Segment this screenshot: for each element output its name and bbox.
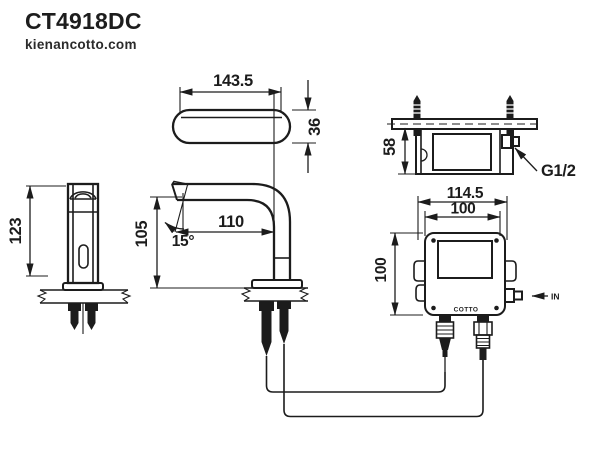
extension-lines — [26, 185, 66, 277]
right-clip — [505, 260, 517, 282]
inlet-port — [504, 288, 515, 303]
sensor-window — [78, 244, 89, 269]
spout-tip-face — [171, 183, 178, 201]
connector-mount-left — [439, 315, 451, 322]
dim-box-side-height: 58 — [381, 138, 399, 156]
thread-size-label: G1/2 — [541, 162, 576, 180]
connector-mount-right — [477, 315, 489, 322]
extension-lines — [179, 87, 316, 236]
watermark: kienancotto.com — [25, 37, 137, 53]
spout-tip-top — [171, 180, 190, 186]
dim-reach: 110 — [218, 213, 244, 231]
control-box-side-view: 58 G1/2 — [381, 94, 576, 180]
inlet-label: IN — [551, 292, 560, 302]
dim-outlet-height: 105 — [133, 221, 151, 248]
model-title: CT4918DC — [25, 8, 142, 34]
sensor-cable-connector — [435, 321, 455, 372]
spout-top-outline — [171, 108, 292, 145]
inlet-nut-side — [510, 136, 520, 147]
spout-top-view: 143.5 36 — [171, 72, 324, 236]
extension-lines-top — [417, 196, 508, 240]
faucet-front-view: 123 — [7, 182, 132, 334]
box-front-outline — [424, 232, 506, 316]
sensor-cable-run — [265, 356, 446, 393]
box-front-window — [437, 240, 493, 279]
dim-top-width: 36 — [306, 118, 324, 136]
flange-notch — [420, 148, 428, 162]
extension-lines — [150, 196, 244, 289]
counter-break-right — [120, 289, 132, 304]
dim-top-length: 143.5 — [213, 72, 253, 90]
spout-inner-profile — [177, 198, 276, 280]
sensor-cable-pipe — [259, 301, 274, 356]
left-clip-lower — [415, 284, 425, 302]
supply-pipe-right — [85, 303, 98, 330]
spout-outlet-dome — [69, 191, 97, 200]
box-side-walls — [420, 129, 501, 174]
dim-faucet-height: 123 — [7, 218, 25, 245]
brand-label: COTTO — [454, 307, 479, 314]
connection-hoses — [265, 344, 484, 418]
thread-leader-line — [514, 147, 538, 172]
dim-box-height: 100 — [373, 258, 390, 283]
left-clip-upper — [413, 260, 425, 282]
counter-break-left — [240, 287, 252, 302]
water-inlet-connector — [473, 321, 493, 360]
inlet-port-nut — [513, 290, 523, 301]
counter-side — [244, 287, 308, 302]
inlet-fitting-side — [501, 134, 512, 149]
angle-arc — [164, 221, 185, 234]
box-side-outline — [415, 128, 514, 175]
counter-front — [40, 289, 128, 304]
corner-screw-icon — [431, 238, 436, 243]
corner-screw-icon — [494, 238, 499, 243]
drawing-header: CT4918DC kienancotto.com — [25, 8, 142, 52]
counter-break-right — [298, 287, 310, 302]
counter-break-left — [36, 289, 48, 304]
supply-hose-run — [283, 344, 484, 418]
dim-box-inner-width: 100 — [451, 201, 476, 218]
supply-pipe-left — [68, 303, 81, 330]
supply-hose-pipe — [277, 301, 291, 344]
box-side-inner — [432, 133, 492, 171]
base-plate-side — [251, 279, 303, 289]
corner-screw-icon — [431, 305, 436, 311]
faucet-side-view: 15° 110 105 — [133, 180, 310, 356]
control-box-front-view: 114.5 100 100 IN COTTO — [373, 185, 560, 372]
corner-screw-icon — [494, 305, 499, 311]
faucet-body-panel-lines — [68, 184, 98, 283]
dim-tip-angle: 15° — [172, 233, 195, 250]
spout-outer-profile — [172, 182, 292, 280]
dim-box-outer-width: 114.5 — [447, 185, 484, 202]
angle-construction-lines — [174, 182, 189, 233]
